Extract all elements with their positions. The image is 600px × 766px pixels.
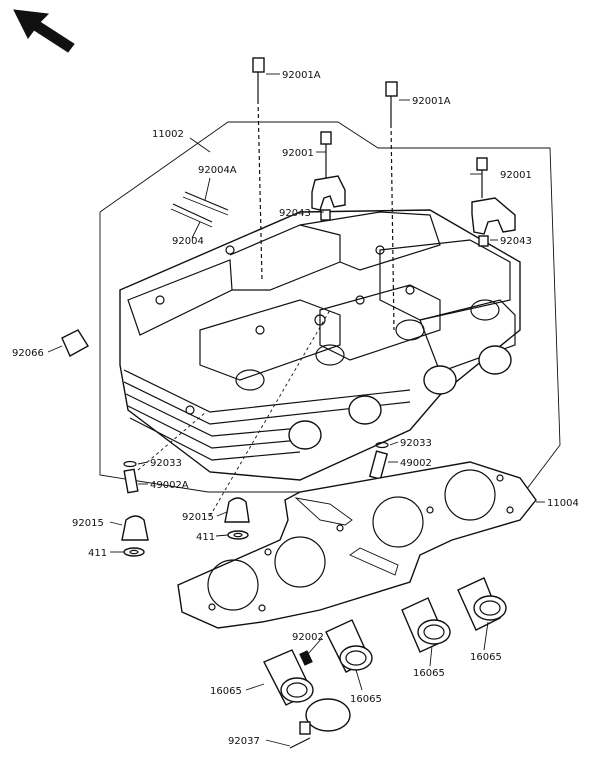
label-16065-b: 16065 [350, 694, 382, 705]
label-92015-right: 92015 [182, 512, 214, 523]
label-49002: 49002 [400, 458, 432, 469]
oil-seal-92033-left [123, 460, 137, 468]
assembly-outline [99, 121, 561, 499]
stud-92004 [170, 203, 213, 228]
head-gasket-11004 [177, 461, 537, 629]
clamp [299, 698, 351, 735]
leader-lines [47, 73, 545, 747]
label-92033-left: 92033 [150, 458, 182, 469]
cylinder-head [119, 209, 521, 481]
washer-411-left [123, 547, 145, 557]
part-labels: 92001A 92001A 11002 92001 92001 92004A 9… [12, 70, 579, 747]
label-16065-c: 16065 [413, 668, 445, 679]
label-92001-right: 92001 [500, 170, 532, 181]
label-411-left: 411 [88, 548, 107, 559]
stud-92004A [182, 191, 229, 216]
washer-411-right [227, 530, 249, 540]
label-92043-right: 92043 [500, 236, 532, 247]
label-92001A-left: 92001A [282, 70, 321, 81]
bracket-92066 [61, 329, 89, 357]
label-411-right: 411 [196, 532, 215, 543]
oil-seal-92033-right [375, 441, 389, 449]
label-92037: 92037 [228, 736, 260, 747]
label-92066: 92066 [12, 348, 44, 359]
holder-16065-b [325, 619, 373, 673]
label-92043-left: 92043 [279, 208, 311, 219]
bolt-92001-left [311, 131, 346, 221]
direction-arrow-icon [13, 9, 75, 53]
label-49002A: 49002A [150, 480, 189, 491]
guide-49002A [123, 468, 139, 494]
holder-16065-a [263, 649, 314, 706]
screw-92037 [289, 737, 311, 749]
label-92033-right: 92033 [400, 438, 432, 449]
head-bolt-92001A-left [252, 57, 265, 281]
label-92004: 92004 [172, 236, 204, 247]
bolt-92001-right [471, 157, 516, 247]
cap-92015-right [224, 497, 250, 523]
label-11004: 11004 [547, 498, 579, 509]
guide-49002 [368, 450, 389, 480]
label-92001-left: 92001 [282, 148, 314, 159]
label-16065-a: 16065 [210, 686, 242, 697]
label-92001A-right: 92001A [412, 96, 451, 107]
head-bolt-92001A-right [385, 81, 398, 331]
holder-16065-c [401, 597, 451, 653]
label-92002: 92002 [292, 632, 324, 643]
cap-92015-left [121, 515, 149, 541]
label-92015-left: 92015 [72, 518, 104, 529]
label-11002: 11002 [152, 129, 184, 140]
holder-16065-d [457, 577, 507, 631]
screw-92002 [299, 650, 313, 666]
label-16065-d: 16065 [470, 652, 502, 663]
label-92004A: 92004A [198, 165, 237, 176]
